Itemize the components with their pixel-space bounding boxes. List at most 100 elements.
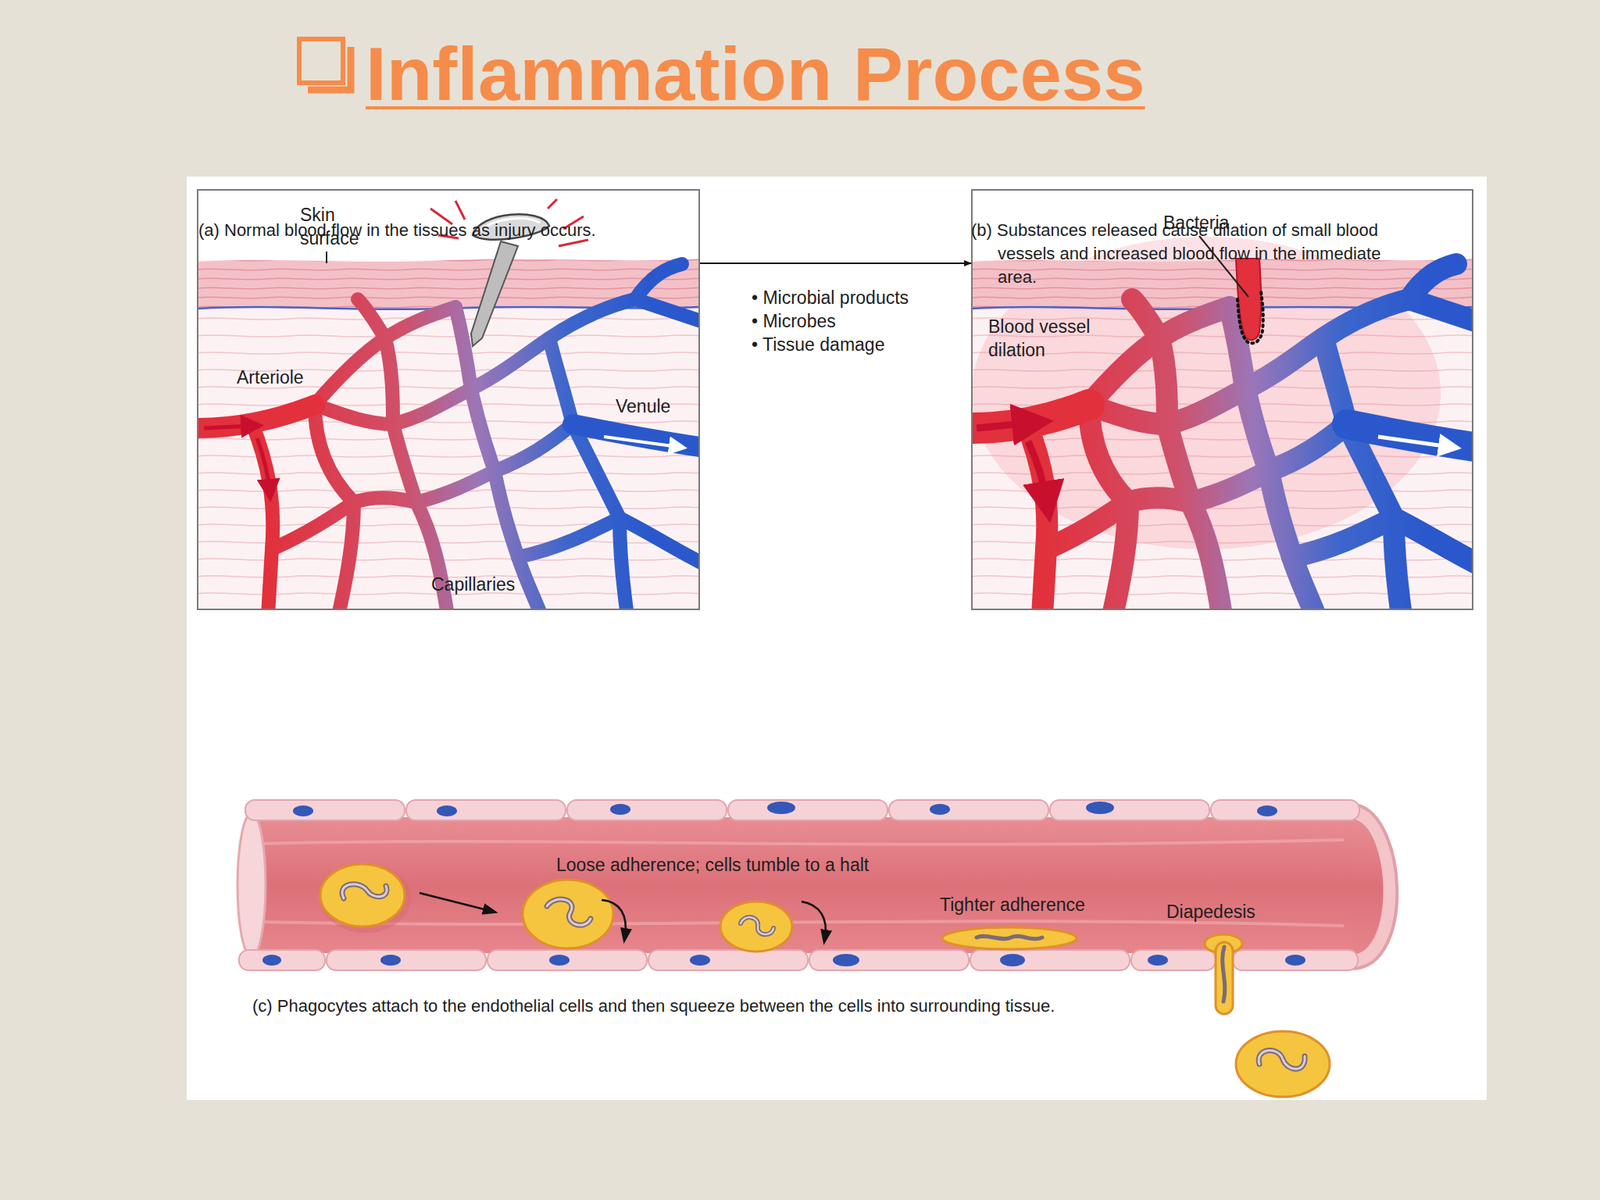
endothelial-cell bbox=[567, 800, 727, 821]
nucleus bbox=[610, 803, 631, 815]
tumble-arrow bbox=[801, 901, 826, 938]
nucleus bbox=[436, 805, 458, 817]
phagocyte-flattened bbox=[942, 927, 1077, 950]
venule-vessel bbox=[1346, 424, 1474, 448]
nucleus bbox=[1285, 954, 1306, 966]
cell-nucleus bbox=[1222, 946, 1225, 1002]
stage-label: Tighter adherence bbox=[939, 892, 1086, 917]
nucleus bbox=[1147, 954, 1168, 966]
bullet-item: • Tissue damage bbox=[751, 332, 885, 357]
endothelial-cell bbox=[809, 950, 969, 971]
flow-arrow bbox=[1378, 436, 1450, 447]
vessel-lumen bbox=[248, 817, 1366, 954]
nucleus bbox=[380, 954, 401, 966]
vessel-opening bbox=[237, 813, 266, 958]
vessel-end-inner bbox=[1351, 818, 1384, 955]
venule-vessel bbox=[572, 424, 700, 448]
panel-caption: (a) Normal blood flow in the tissues as … bbox=[198, 218, 746, 243]
lumen-streak bbox=[257, 839, 1344, 926]
cell-nucleus bbox=[1258, 1050, 1305, 1070]
phagocyte bbox=[320, 864, 405, 927]
endothelial-cell bbox=[1210, 800, 1360, 821]
cell-nucleus bbox=[546, 899, 591, 925]
endothelial-cell bbox=[1131, 950, 1216, 971]
nucleus bbox=[549, 954, 570, 966]
diagram-title: Inflammation Process bbox=[365, 31, 1146, 118]
panel-a-art bbox=[197, 189, 700, 610]
endothelial-cell bbox=[406, 800, 566, 821]
phagocyte-emigrated bbox=[1235, 1031, 1330, 1097]
flow-arrow bbox=[976, 422, 1033, 429]
endothelial-cell bbox=[487, 950, 647, 971]
checkbox-square bbox=[299, 39, 343, 83]
endothelium-top bbox=[245, 800, 1360, 821]
cell-nucleus bbox=[546, 899, 591, 925]
cell-nucleus bbox=[740, 917, 774, 935]
nucleus bbox=[1000, 953, 1025, 967]
nucleus bbox=[929, 803, 950, 815]
phagocyte-squeezing bbox=[1215, 942, 1233, 1015]
phagocyte bbox=[720, 901, 793, 952]
bullet-item: • Microbial products bbox=[751, 285, 909, 310]
cell-nucleus bbox=[342, 884, 387, 899]
bacteria bbox=[1237, 291, 1264, 343]
impact-line bbox=[558, 239, 589, 247]
bullet-item: • Microbes bbox=[751, 309, 836, 333]
tumble-arrow bbox=[601, 900, 626, 936]
endothelial-cell bbox=[970, 950, 1130, 971]
part-label: Arteriole bbox=[236, 365, 304, 390]
nuclei-bottom bbox=[262, 953, 1306, 967]
endothelial-cell bbox=[326, 950, 486, 971]
cell-nucleus bbox=[976, 935, 1043, 939]
endothelial-cell bbox=[889, 800, 1049, 821]
endothelial-cell bbox=[648, 950, 808, 971]
content-panel bbox=[186, 176, 1487, 1100]
checkbox-bullet bbox=[299, 39, 351, 90]
endothelial-cell bbox=[245, 800, 405, 821]
part-label: Blood vessel dilation bbox=[988, 314, 1114, 362]
nucleus bbox=[292, 805, 314, 817]
part-label: Bacteria bbox=[1163, 210, 1229, 235]
arteriole-vessel bbox=[197, 404, 315, 429]
vessel-network bbox=[252, 264, 700, 610]
flow-arrow bbox=[203, 425, 253, 429]
endothelial-cell bbox=[1232, 950, 1358, 971]
phagocytes bbox=[320, 864, 1330, 1097]
nucleus bbox=[767, 801, 796, 815]
cell-nucleus bbox=[1258, 1050, 1305, 1070]
checkbox-shadow bbox=[307, 46, 351, 90]
vessel-end bbox=[1351, 804, 1397, 969]
nucleus bbox=[1257, 805, 1278, 817]
nucleus bbox=[1085, 801, 1115, 815]
flow-arrow bbox=[603, 436, 679, 447]
endothelial-cell bbox=[239, 950, 325, 971]
endothelial-cell bbox=[728, 800, 888, 821]
cell-nucleus bbox=[342, 884, 387, 899]
motion-arrow bbox=[419, 892, 491, 911]
panel-b-art bbox=[971, 189, 1474, 610]
part-label: Skin surface bbox=[300, 203, 379, 250]
nail-shaft bbox=[471, 241, 518, 347]
cell-shadow bbox=[320, 864, 411, 933]
flow-arrow bbox=[700, 262, 972, 265]
part-label: Capillaries bbox=[431, 572, 515, 597]
nucleus bbox=[262, 954, 282, 966]
panel-caption: (c) Phagocytes attach to the endothelial… bbox=[252, 994, 1268, 1018]
flow-arrow bbox=[257, 438, 270, 491]
part-label: Venule bbox=[615, 394, 671, 418]
flow-arrow bbox=[1028, 441, 1047, 503]
impact-line bbox=[455, 200, 465, 220]
vessel-panel: (c) Phagocytes attach to the endothelial… bbox=[239, 796, 1408, 975]
phagocyte bbox=[522, 879, 614, 949]
nucleus bbox=[689, 954, 711, 966]
arteriole-vessel bbox=[971, 404, 1090, 429]
stage-label: Loose adherence; cells tumble to a halt bbox=[556, 853, 869, 877]
nuclei-top bbox=[292, 801, 1278, 817]
stage-label: Diapedesis bbox=[1166, 900, 1256, 924]
nucleus bbox=[832, 953, 860, 967]
leader-line bbox=[325, 251, 328, 264]
impact-line bbox=[547, 199, 558, 209]
endothelial-cell bbox=[1050, 800, 1210, 821]
